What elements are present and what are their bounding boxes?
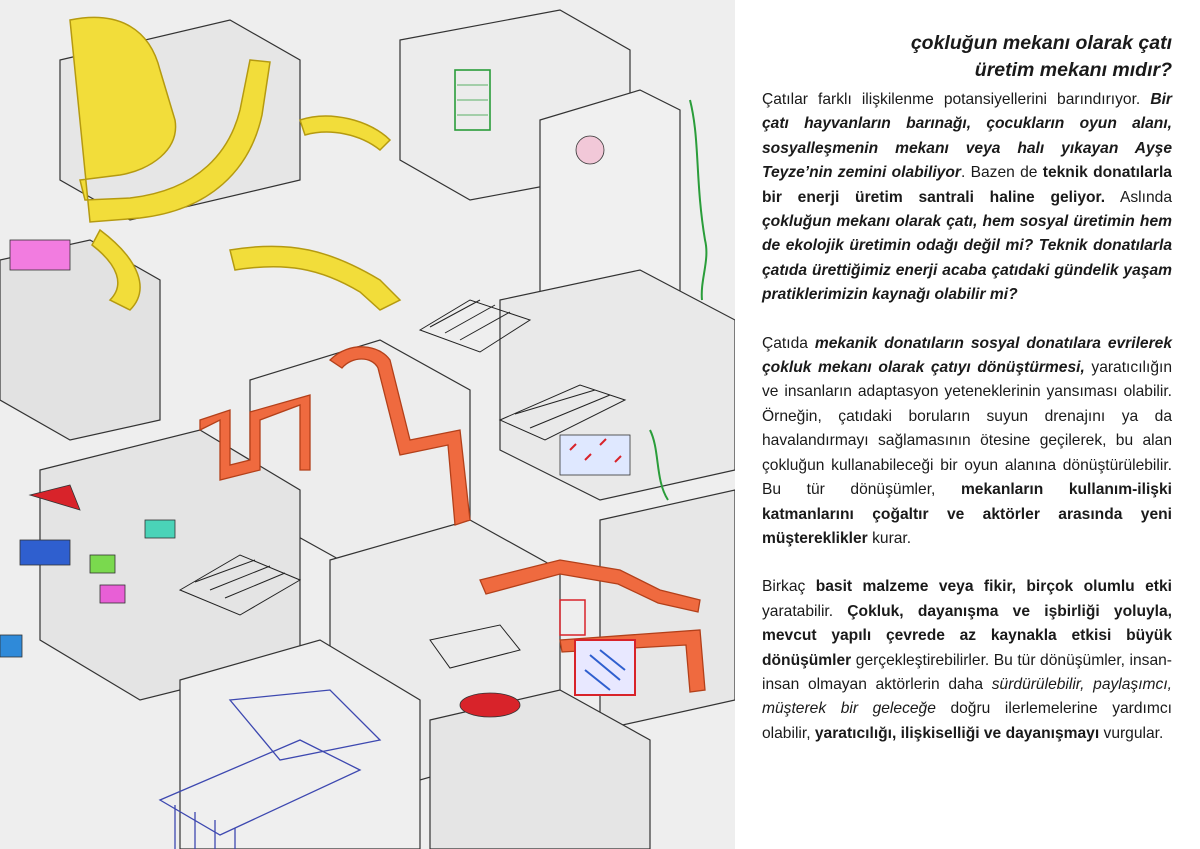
rooftop-details (0, 69, 708, 718)
p3-bold: basit malzeme veya fikir, birçok olumlu … (815, 578, 1172, 596)
p1-text: Aslında (1105, 188, 1172, 206)
pergola-drawings (178, 299, 627, 669)
p1-bold-italic: Bir çatı hayvanların barınağı, çocukları… (762, 91, 1172, 182)
paragraph-3: Birkaç basit malzeme veya fikir, birçok … (762, 575, 1172, 746)
p2-text: Çatıda (762, 334, 815, 352)
p3-text: yaratabilir. (762, 602, 848, 620)
article-text: çokluğun mekanı olarak çatı üretim mekan… (762, 30, 1172, 746)
paragraph-1: Çatılar farklı ilişkilenme potansiyeller… (762, 88, 1172, 308)
p3-bold: yaratıcılığı, ilişkiselliği ve dayanışma… (814, 724, 1100, 742)
p3-bold: Çokluk, dayanışma ve işbirliği yoluyla, … (762, 602, 1172, 669)
title-line-1: çokluğun mekanı olarak çatı (910, 32, 1172, 54)
p3-text: gerçekleştirebilirler. Bu tür dönüşümler… (762, 651, 1172, 693)
building-block (499, 269, 735, 501)
p3-italic: sürdürülebilir, paylaşımcı, müşterek bir… (762, 675, 1173, 718)
p1-text: Çatılar farklı ilişkilenme potansiyeller… (762, 91, 1151, 108)
p1-text: . Bazen de (960, 164, 1043, 182)
building-block (179, 639, 421, 849)
p2-bold-italic: mekanik donatıların sosyal donatılara ev… (762, 334, 1172, 377)
page-title: çokluğun mekanı olarak çatı üretim mekan… (762, 30, 1172, 84)
p3-text: doğru ilerlemelerine yardımcı olabilir, (762, 700, 1172, 742)
yellow-pipes (69, 16, 402, 311)
building-block (429, 689, 651, 849)
p2-text: kurar. (867, 529, 912, 547)
p2-text: yaratıcılığın ve insanların adaptasyon y… (762, 359, 1172, 499)
rooftops-illustration (0, 0, 735, 849)
p3-text: Birkaç (762, 578, 816, 596)
p3-text: vurgular. (1099, 724, 1164, 742)
p2-bold: mekanların kullanım-ilişki katmanlarını … (762, 481, 1172, 547)
p1-bold: teknik donatılarla bir enerji üretim san… (762, 164, 1172, 206)
paragraph-2: Çatıda mekanik donatıların sosyal donatı… (762, 332, 1172, 552)
classical-building-drawing (158, 689, 382, 849)
title-line-2: üretim mekanı mıdır? (974, 59, 1172, 81)
p1-bold-italic: çokluğun mekanı olarak çatı, hem sosyal … (762, 213, 1172, 304)
